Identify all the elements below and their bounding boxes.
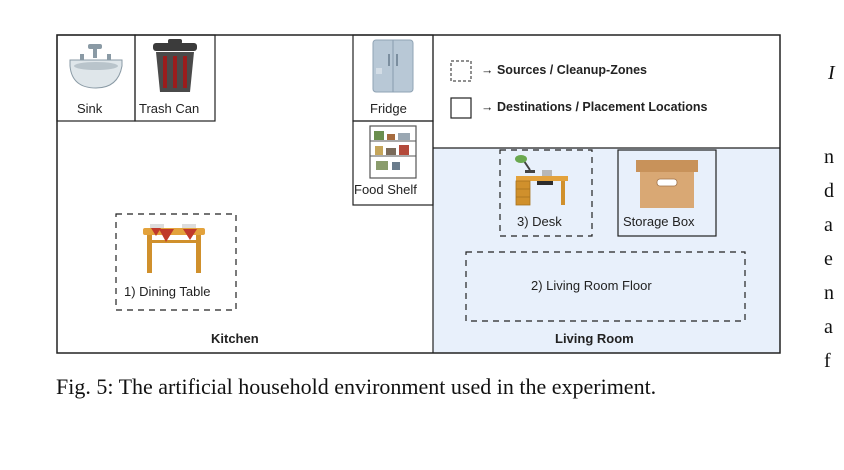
legend-sources-label: → Sources / Cleanup-Zones [481,63,648,77]
desk-icon [515,155,568,206]
sink-icon [69,44,123,89]
living-room-label: Living Room [555,331,634,346]
food-shelf-zone [352,120,434,206]
food-shelf-label: Food Shelf [354,182,417,197]
living-room-area [433,148,780,353]
right-column-letter: d [824,180,834,202]
legend-destinations-label: → Destinations / Placement Locations [481,100,708,114]
dining-table-zone [115,213,237,311]
kitchen-label: Kitchen [211,331,259,346]
right-column-letter: f [824,350,831,372]
right-column-letter: a [824,316,833,338]
dining-table-label: 1) Dining Table [124,284,211,299]
living-room-floor-label: 2) Living Room Floor [531,278,652,293]
storage-box-icon [636,160,698,208]
right-column-letter: a [824,214,833,236]
right-column-letter: e [824,248,833,270]
sink-label: Sink [77,101,103,116]
storage-box-zone [617,149,717,237]
fridge-label: Fridge [370,101,407,116]
desk-zone [499,149,593,237]
figure-caption: Fig. 5: The artificial household environ… [56,374,657,399]
fridge-icon [372,39,414,93]
living-room-floor-zone [465,251,746,322]
food-shelf-icon [369,125,417,179]
legend-solid-swatch [450,97,472,119]
trash-can-zone [134,34,216,122]
desk-label: 3) Desk [517,214,562,229]
trash-can-label: Trash Can [139,101,200,116]
trash-can-icon [153,39,197,92]
storage-box-label: Storage Box [623,214,695,229]
right-column-heading: I [828,62,835,84]
legend-dashed-swatch [450,60,472,82]
right-column-letter: n [824,146,834,168]
right-column-letter: n [824,282,834,304]
dining-table-icon [143,224,205,273]
